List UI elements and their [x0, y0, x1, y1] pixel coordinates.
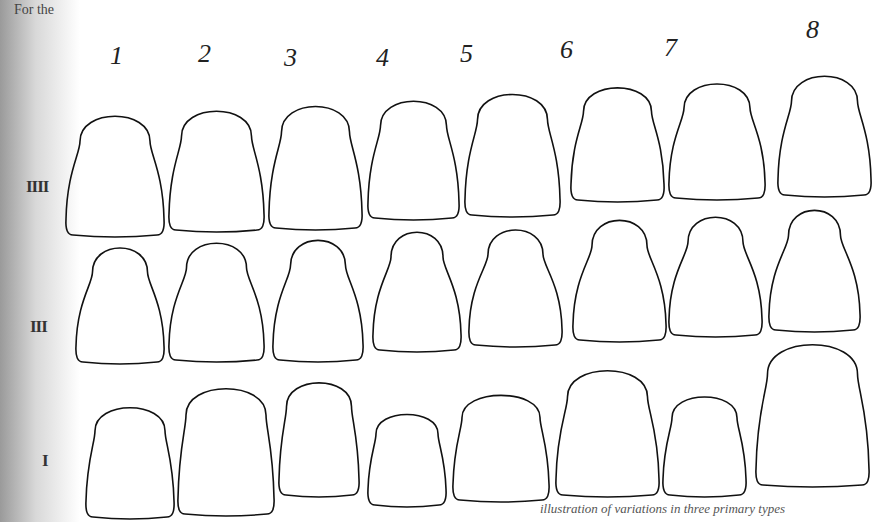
row-label: I: [42, 452, 48, 471]
tooth-outline: [373, 232, 461, 352]
row-label: III: [30, 318, 47, 337]
tooth-outline: [368, 414, 446, 507]
row-label: IIII: [26, 178, 48, 197]
column-number: 7: [664, 34, 677, 63]
tooth-outline: [453, 395, 549, 502]
tooth-outline: [669, 217, 762, 337]
tooth-outline: [76, 248, 164, 364]
tooth-outline: [169, 243, 264, 362]
tooth-outline: [778, 76, 871, 197]
figure-caption: illustration of variations in three prim…: [540, 502, 785, 516]
column-number: 4: [376, 44, 389, 73]
tooth-outline: [756, 345, 869, 487]
tooth-outline: [169, 111, 264, 232]
tooth-outline: [273, 240, 363, 362]
tooth-outline: [66, 116, 164, 237]
tooth-outline: [571, 88, 664, 202]
tooth-outline: [465, 94, 560, 217]
tooth-outline: [469, 230, 562, 347]
tooth-outline: [269, 107, 362, 231]
column-number: 5: [460, 40, 473, 69]
column-number: 6: [560, 36, 573, 65]
column-number: 1: [110, 42, 123, 71]
tooth-outline: [368, 101, 459, 220]
column-number: 2: [198, 40, 211, 69]
tooth-outline: [556, 371, 659, 497]
tooth-outline: [663, 397, 746, 497]
tooth-outline: [669, 84, 765, 200]
tooth-outline: [86, 408, 174, 519]
page-fragment: For the: [14, 2, 54, 17]
tooth-outline: [769, 210, 860, 332]
column-number: 3: [284, 44, 297, 73]
tooth-outline: [279, 383, 359, 497]
tooth-outline: [573, 220, 666, 342]
tooth-outline: [178, 389, 274, 516]
column-number: 8: [806, 16, 819, 45]
